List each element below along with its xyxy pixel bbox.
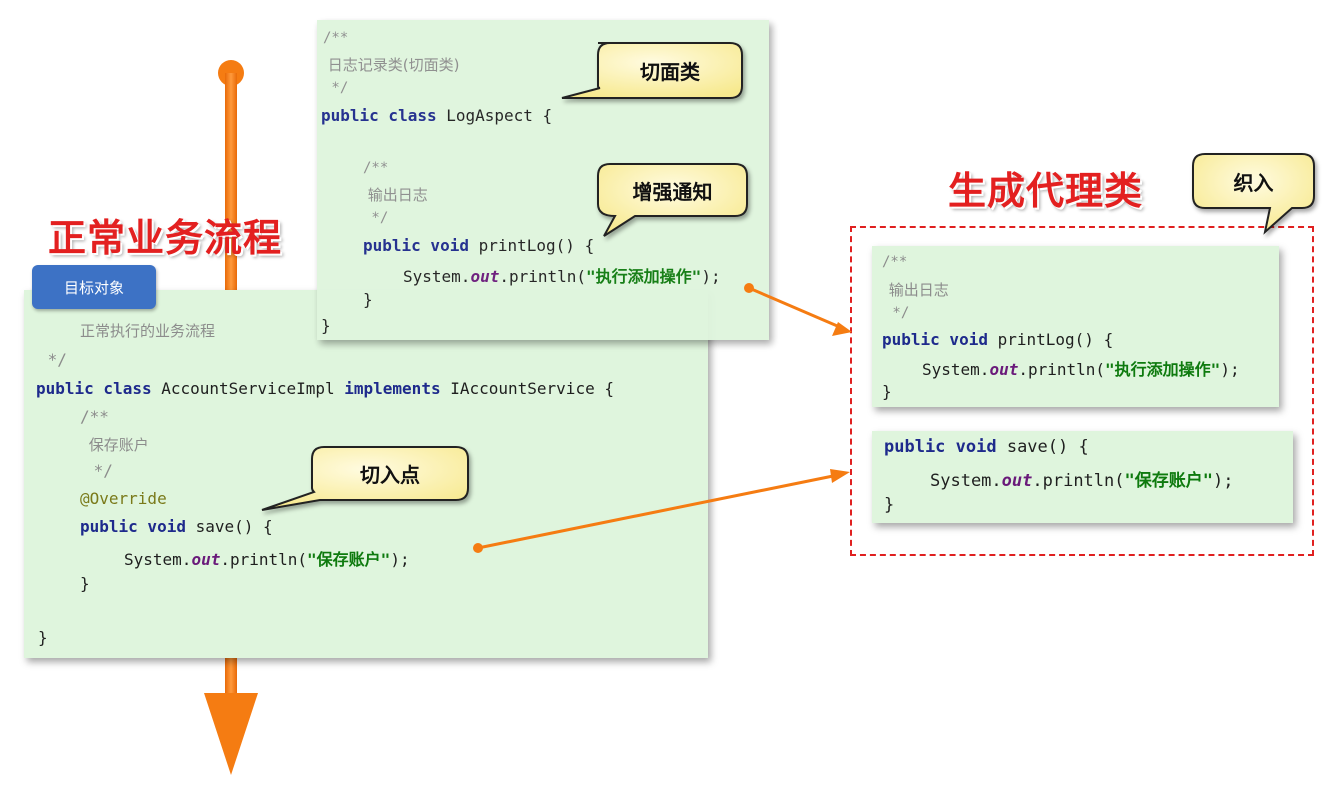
aspect-println: System.out.println("执行添加操作");	[403, 267, 721, 286]
target-println: System.out.println("保存账户");	[124, 550, 410, 569]
aspect-comment-end: */	[323, 80, 349, 96]
aspect-method-comment: 输出日志	[363, 186, 428, 204]
aspect-class-close: }	[321, 316, 331, 335]
proxy-log-comment-end: */	[884, 305, 910, 321]
flow-title: 正常业务流程	[48, 216, 283, 260]
proxy-log-method-sig: public void printLog() {	[882, 330, 1114, 349]
aspect-method-comment-start: /**	[363, 160, 389, 176]
proxy-save-println: System.out.println("保存账户");	[930, 471, 1234, 491]
proxy-log-close: }	[882, 382, 892, 401]
target-class-decl: public class AccountServiceImpl implemen…	[36, 379, 614, 398]
proxy-printlog-panel: /** 输出日志 */ public void printLog() { Sys…	[872, 246, 1279, 407]
target-method-sig: public void save() {	[80, 517, 273, 536]
target-override-annotation: @Override	[80, 489, 167, 508]
weave-bubble	[1192, 153, 1315, 235]
proxy-save-panel: public void save() { System.out.println(…	[872, 431, 1293, 523]
target-comment-line: 正常执行的业务流程	[80, 322, 216, 340]
proxy-class-box	[850, 226, 1314, 556]
weave-bubble-label: 织入	[1233, 170, 1274, 195]
target-object-badge: 目标对象	[32, 265, 156, 309]
pointcut-connector-line	[477, 473, 839, 550]
aspect-bubble	[561, 42, 743, 99]
proxy-save-close: }	[884, 495, 895, 515]
target-method-comment: 保存账户	[84, 436, 149, 454]
flow-arrow-head	[204, 693, 258, 775]
target-method-comment-end: */	[84, 461, 113, 480]
target-class-close: }	[38, 628, 48, 647]
aspect-comment-start: /**	[323, 30, 349, 46]
target-method-close: }	[80, 574, 90, 593]
advice-connector-line	[748, 286, 843, 330]
aspect-method-close: }	[363, 290, 373, 309]
pointcut-bubble	[261, 446, 469, 511]
proxy-log-println: System.out.println("执行添加操作");	[922, 360, 1240, 379]
aspect-method-sig: public void printLog() {	[363, 236, 595, 255]
proxy-save-method-sig: public void save() {	[884, 437, 1089, 457]
aspect-comment: 日志记录类(切面类)	[323, 56, 460, 74]
advice-connector-head	[832, 322, 852, 336]
proxy-log-comment: 输出日志	[884, 281, 949, 299]
target-comment-end: */	[38, 350, 67, 369]
proxy-log-comment-start: /**	[882, 254, 908, 270]
aspect-method-comment-end: */	[363, 210, 389, 226]
aspect-class-decl: public class LogAspect {	[321, 106, 553, 125]
aspect-bubble-label: 切面类	[640, 60, 700, 84]
proxy-title: 生成代理类	[948, 169, 1144, 213]
pointcut-bubble-label: 切入点	[360, 463, 420, 487]
advice-bubble-label: 增强通知	[632, 179, 713, 204]
pointcut-connector-head	[830, 469, 850, 483]
advice-bubble	[597, 163, 748, 237]
target-method-comment-start: /**	[80, 407, 109, 426]
